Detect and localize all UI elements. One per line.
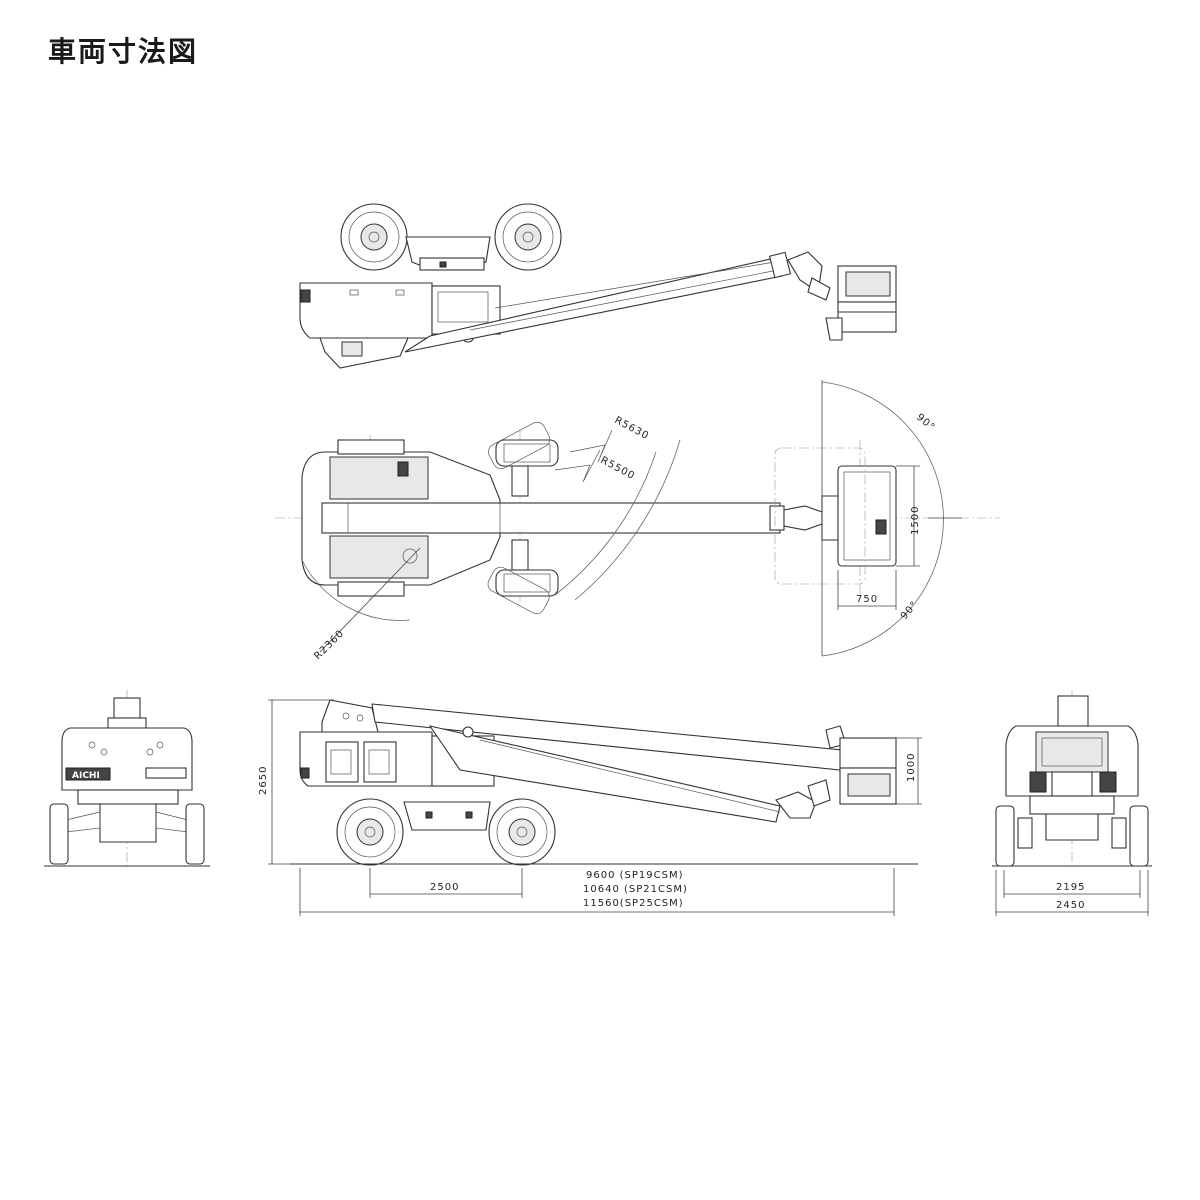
dim-length-sp19: 9600 (SP19CSM) — [586, 870, 684, 881]
dim-overall-width: 2450 — [1056, 900, 1085, 911]
dim-rotation-upper: 90° — [914, 412, 937, 434]
dim-wheelbase: 2500 — [430, 882, 459, 893]
wheel — [336, 798, 404, 866]
wheel — [488, 798, 556, 866]
dim-tread: 2195 — [1056, 882, 1085, 893]
dim-platform-height: 1000 — [906, 753, 917, 782]
rear-view: 2195 2450 — [992, 690, 1152, 916]
dim-swing-radius-outer: R5630 — [613, 415, 651, 442]
dim-height: 2650 — [258, 766, 269, 795]
dim-platform-depth: 750 — [856, 594, 878, 605]
logo-text: AICHI — [72, 771, 100, 781]
dim-rotation-lower: 90° — [899, 599, 921, 622]
dim-length-sp25: 11560(SP25CSM) — [583, 898, 684, 909]
dim-swing-radius-inner: R5500 — [599, 455, 637, 482]
dim-platform-width: 1500 — [910, 506, 921, 535]
page-title: 車両寸法図 — [48, 35, 199, 68]
side-view-top — [299, 203, 897, 369]
dim-length-sp21: 10640 (SP21CSM) — [583, 884, 688, 895]
plan-view: 1500 750 90° 90° R5630 R5500 R2360 — [275, 380, 1000, 662]
side-view-stowed: 2650 1000 — [258, 699, 922, 916]
dim-tail-radius: R2360 — [312, 628, 346, 662]
front-view: AICHI — [44, 690, 210, 870]
wheel — [340, 203, 408, 271]
wheel — [494, 203, 562, 271]
